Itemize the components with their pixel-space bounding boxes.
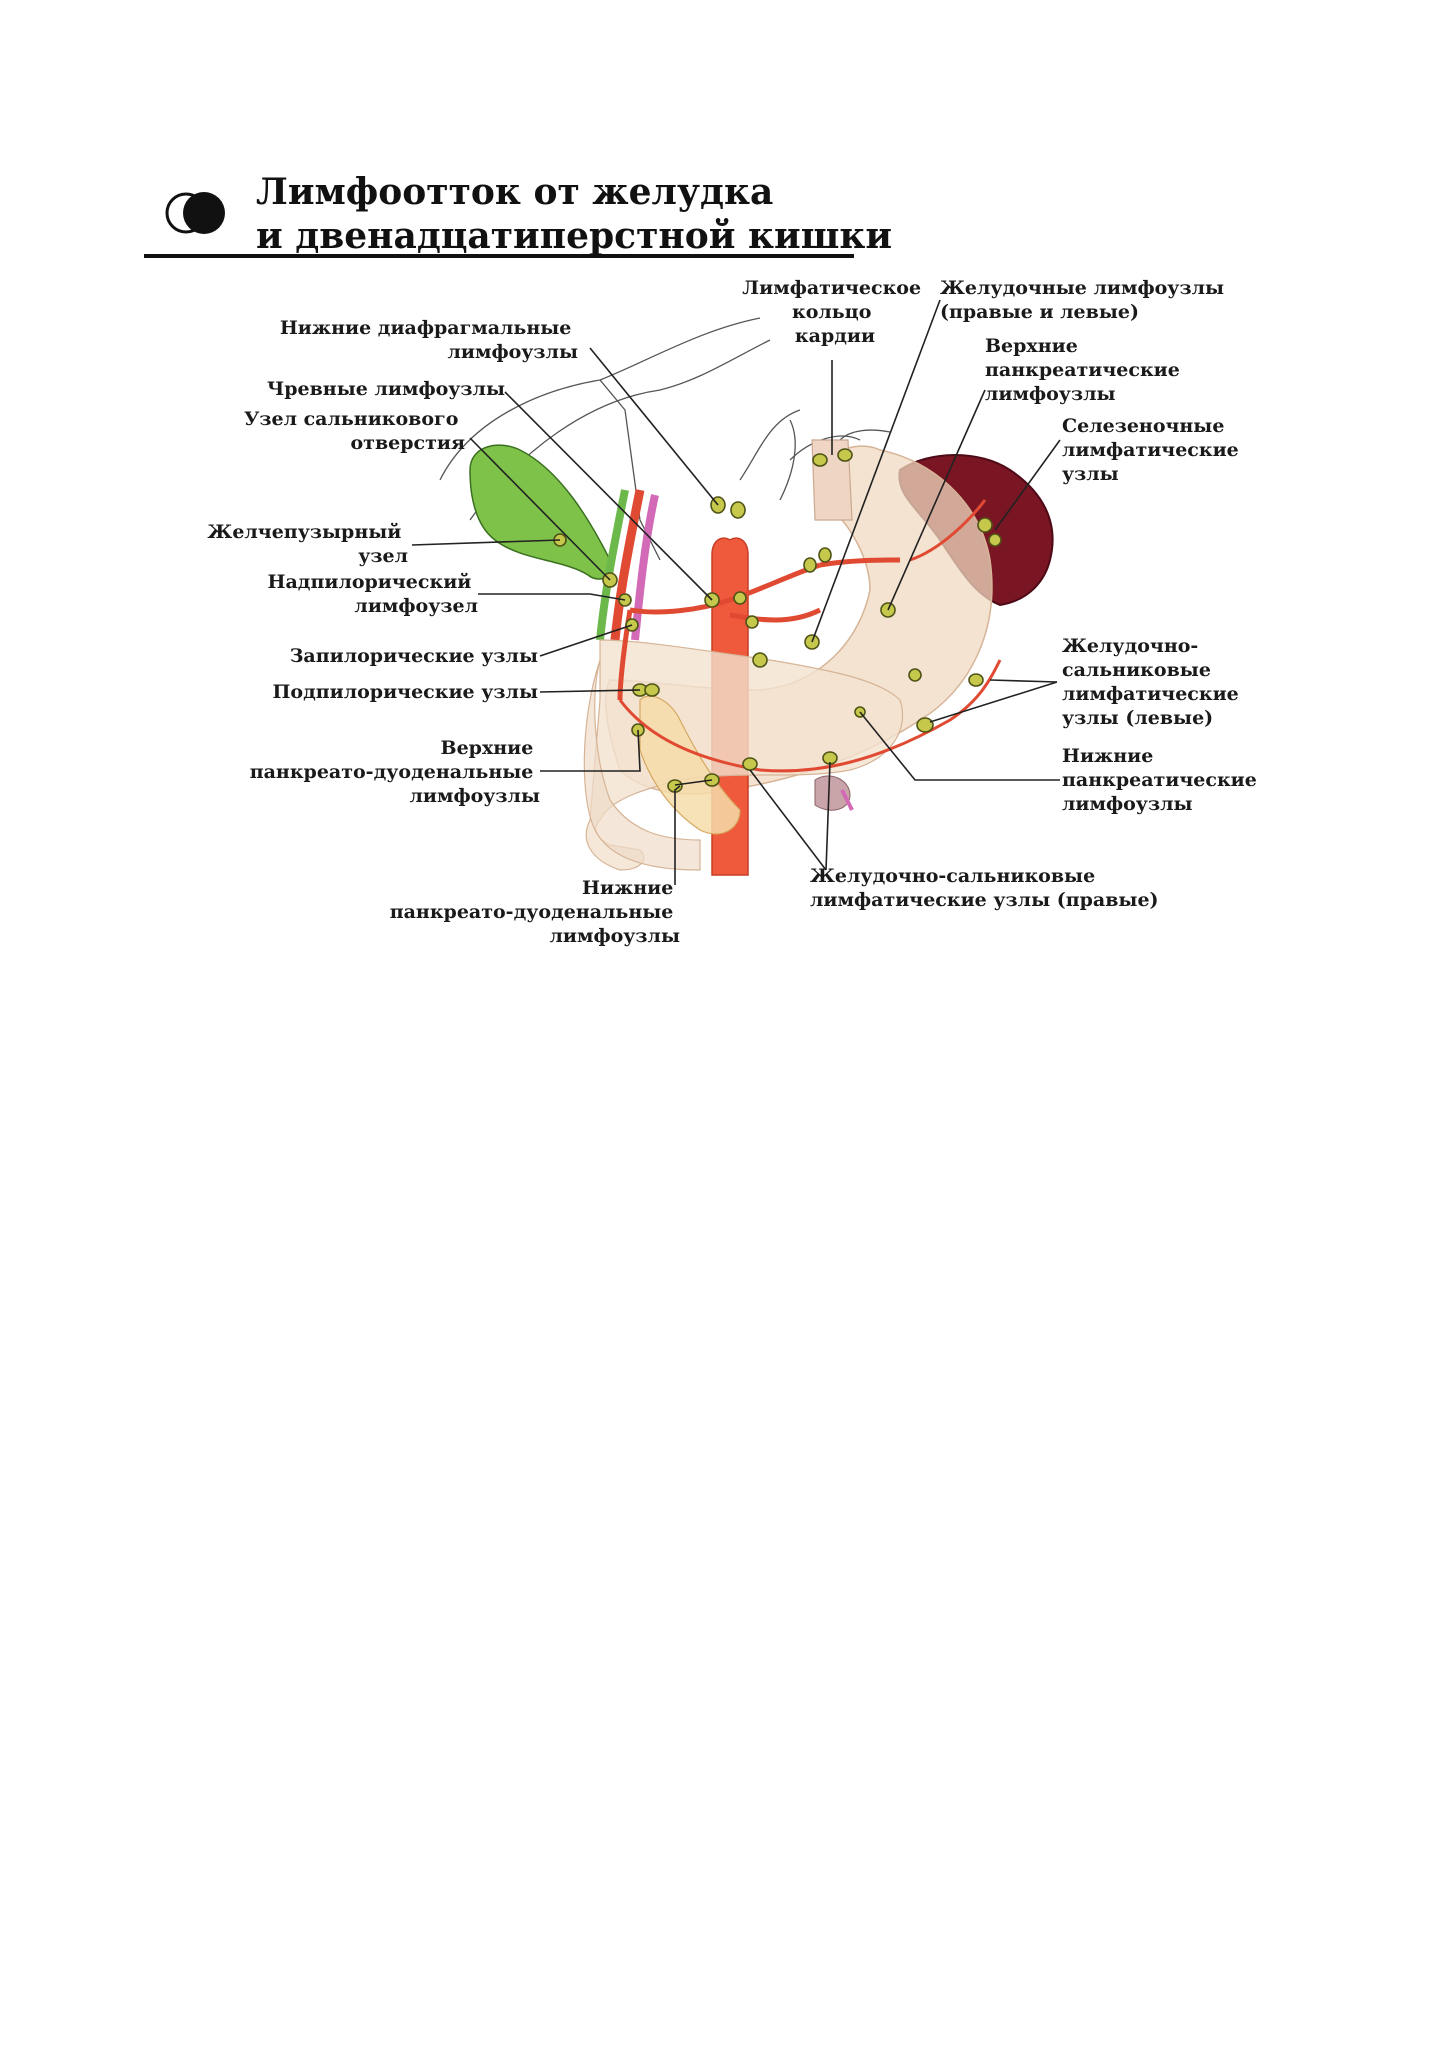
page-title-line1: Лимфоотток от желудка xyxy=(256,171,774,213)
title-underline xyxy=(144,254,854,258)
duodenum-shape xyxy=(585,639,904,871)
label-cystic: Желчепузырный узел xyxy=(207,521,408,567)
leader-lines xyxy=(411,299,1061,885)
label-cardia-ring: Лимфатическое кольцо кардии xyxy=(742,277,927,347)
lymph-node xyxy=(988,533,1002,547)
page-header: Лимфоотток от желудка и двенадцатиперстн… xyxy=(144,170,892,270)
pancreas-shape xyxy=(639,695,741,835)
gallbladder-shape xyxy=(469,444,614,580)
lymph-node xyxy=(733,591,747,605)
mesenteric-vessel-line xyxy=(840,789,854,811)
label-gastroomental-right: Желудочно-сальниковые лимфатические узлы… xyxy=(810,865,1159,911)
lymph-node xyxy=(742,757,758,771)
lymph-node xyxy=(968,673,984,687)
label-celiac: Чревные лимфоузлы xyxy=(267,378,505,400)
lymph-node xyxy=(803,557,817,573)
label-gastroomental-left: Желудочно- сальниковые лимфатические узл… xyxy=(1062,635,1245,729)
label-upper-pancreatic: Верхние панкреатические лимфоузлы xyxy=(985,335,1187,405)
label-upper-pancreatoduodenal: Верхние панкреато-дуоденальные лимфоузлы xyxy=(250,737,540,807)
lymph-node xyxy=(908,668,922,682)
diagram-labels: Нижние диафрагмальные лимфоузлы Чревные … xyxy=(207,277,1264,947)
label-omental-foramen: Узел сальникового отверстия xyxy=(244,408,465,454)
duodenum-lower xyxy=(583,659,701,871)
lymph-node xyxy=(977,517,993,533)
label-splenic: Селезеночные лимфатические узлы xyxy=(1062,415,1245,485)
label-lower-pancreatoduodenal: Нижние панкреато-дуоденальные лимфоузлы xyxy=(390,877,680,947)
lymph-node xyxy=(916,717,934,733)
lymph-node xyxy=(644,683,660,697)
lymph-node xyxy=(812,453,828,467)
section-bullet-icon xyxy=(165,192,225,234)
label-lower-diaphragmatic: Нижние диафрагмальные лимфоузлы xyxy=(280,317,578,363)
lymph-node xyxy=(837,448,853,462)
label-suprapyloric: Надпилорический лимфоузел xyxy=(268,571,478,617)
label-gastric: Желудочные лимфоузлы (правые и левые) xyxy=(940,277,1231,323)
page-title-line2: и двенадцатиперстной кишки xyxy=(256,215,893,257)
lymph-node xyxy=(752,652,768,668)
label-subpyloric: Подпилорические узлы xyxy=(272,681,538,703)
page-title: Лимфоотток от желудка и двенадцатиперстн… xyxy=(256,170,892,258)
lymph-node xyxy=(745,615,759,629)
lymph-node xyxy=(818,547,832,563)
label-lower-pancreatic: Нижние панкреатические лимфоузлы xyxy=(1062,745,1264,815)
lymph-node xyxy=(730,501,746,519)
label-retropyloric: Запилорические узлы xyxy=(290,645,538,667)
